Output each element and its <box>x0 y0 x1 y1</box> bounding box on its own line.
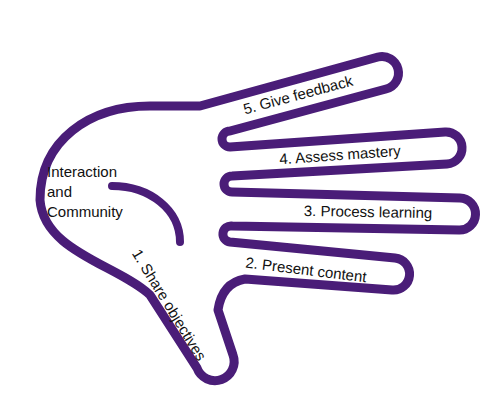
step-label: 3. Process learning <box>304 201 433 223</box>
step-label: 1. Share objectives <box>127 245 211 364</box>
hand-shape <box>40 57 475 381</box>
center-label: Interaction and Community <box>47 162 137 222</box>
